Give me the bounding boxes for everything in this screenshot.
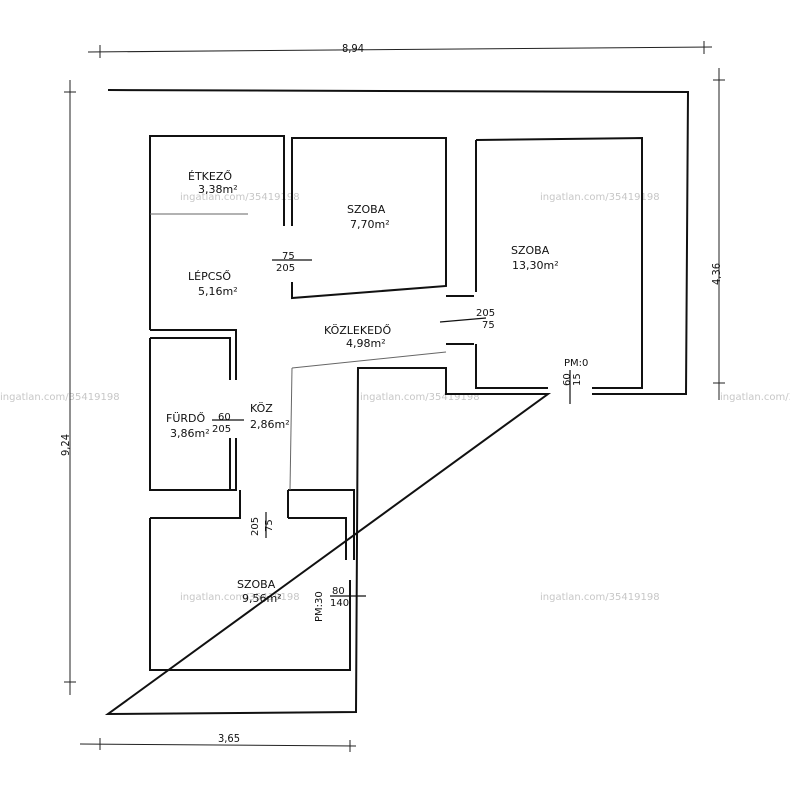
room-name-koz: KÖZ bbox=[250, 402, 273, 415]
door-width: 205 bbox=[476, 308, 495, 319]
watermark: ingatlan.com/35419198 bbox=[0, 392, 120, 403]
room-name-etkezo: ÉTKEZŐ bbox=[188, 169, 232, 183]
door-markers bbox=[212, 259, 571, 597]
dim-total-height: 9,24 bbox=[59, 434, 72, 456]
door-height: 205 bbox=[276, 263, 295, 274]
room-name-szoba-2: SZOBA bbox=[511, 244, 550, 257]
room-name-furdo: FÜRDŐ bbox=[166, 411, 205, 425]
watermark: ingatlan.com/35419198 bbox=[540, 592, 660, 603]
room-area-kozlekedo: 4,98m² bbox=[346, 337, 386, 350]
room-area-koz: 2,86m² bbox=[250, 418, 290, 431]
door-width: 80 bbox=[332, 586, 345, 597]
room-area-lepcso: 5,16m² bbox=[198, 285, 238, 298]
pm-marker-bottom: PM:30 bbox=[314, 591, 325, 622]
watermark: ingatlan.com/35419198 bbox=[180, 192, 300, 203]
dim-total-width: 8,94 bbox=[342, 42, 364, 55]
door-height: 75 bbox=[264, 519, 275, 532]
watermark: ingatlan.com/35419198 bbox=[360, 392, 480, 403]
door-width: 205 bbox=[250, 517, 261, 536]
pm-marker-right: PM:0 bbox=[564, 358, 588, 369]
room-name-kozlekedo: KÖZLEKEDŐ bbox=[324, 323, 392, 337]
room-name-szoba-1: SZOBA bbox=[347, 203, 386, 216]
outer-wall bbox=[104, 89, 690, 716]
door-width: 60 bbox=[218, 412, 231, 423]
room-name-lepcso: LÉPCSŐ bbox=[188, 269, 231, 283]
door-height: 205 bbox=[212, 424, 231, 435]
dim-bottom-width: 3,65 bbox=[218, 732, 240, 745]
guide-lines bbox=[150, 213, 447, 491]
room-labels: ÉTKEZŐ 3,38m² SZOBA 7,70m² SZOBA 13,30m²… bbox=[166, 169, 559, 605]
watermarks: ingatlan.com/35419198 ingatlan.com/35419… bbox=[0, 192, 790, 603]
room-area-furdo: 3,86m² bbox=[170, 427, 210, 440]
door-height: 140 bbox=[330, 598, 349, 609]
interior-walls bbox=[149, 135, 643, 671]
door-height: 15 bbox=[572, 373, 583, 386]
door-width: 60 bbox=[562, 373, 573, 386]
room-area-etkezo: 3,38m² bbox=[198, 183, 238, 196]
watermark: ingatlan.com/35419198 bbox=[540, 192, 660, 203]
watermark: ingatlan.com/35419198 bbox=[180, 592, 300, 603]
room-area-szoba-2: 13,30m² bbox=[512, 259, 559, 272]
door-height: 75 bbox=[482, 320, 495, 331]
dim-right-height: 4,36 bbox=[710, 263, 723, 285]
watermark: ingatlan.com/35419198 bbox=[720, 392, 790, 403]
door-labels: 75 205 205 75 60 205 205 75 80 140 60 15 bbox=[212, 251, 583, 609]
dimension-lines bbox=[64, 41, 725, 752]
room-name-szoba-3: SZOBA bbox=[237, 578, 276, 591]
room-area-szoba-1: 7,70m² bbox=[350, 218, 390, 231]
door-width: 75 bbox=[282, 251, 295, 262]
dimension-labels: 8,94 9,24 4,36 3,65 bbox=[59, 42, 723, 745]
room-area-szoba-3: 9,56m² bbox=[242, 592, 282, 605]
